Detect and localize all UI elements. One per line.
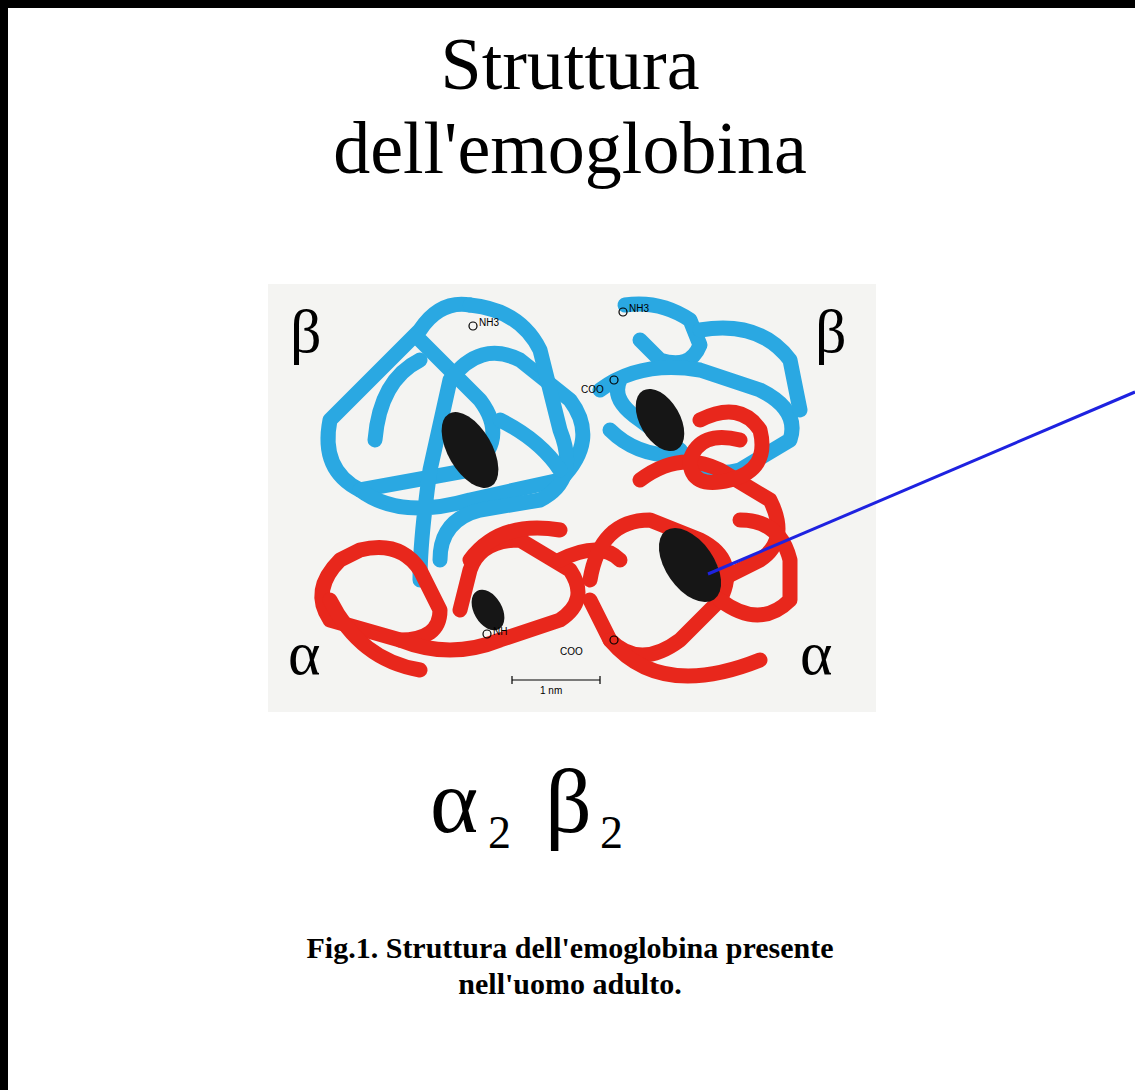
title: Struttura dell'emoglobina — [260, 22, 880, 190]
chain-label: α — [288, 622, 320, 684]
charge-label: COO — [560, 647, 583, 657]
figure-ground — [268, 284, 876, 712]
formula-symbol: α — [430, 755, 478, 847]
heme-group — [430, 381, 734, 636]
chain-label: β — [815, 300, 847, 362]
frame-line — [0, 0, 1135, 8]
charge-symbol — [469, 308, 627, 644]
formula-symbol: β — [545, 755, 592, 847]
frame-line — [0, 0, 8, 1090]
scale-label: 1 nm — [540, 686, 562, 696]
beta-chain — [328, 304, 800, 580]
formula-subscript: 2 — [600, 810, 623, 856]
charge-label: NH3 — [629, 304, 649, 314]
leader-line — [708, 392, 1135, 574]
formula-subscript: 2 — [488, 810, 511, 856]
alpha-chain — [322, 412, 790, 676]
charge-label: NH — [493, 627, 507, 637]
charge-label: NH3 — [479, 318, 499, 328]
chain-label: β — [290, 300, 322, 362]
chain-label: α — [800, 622, 832, 684]
caption: Fig.1. Struttura dell'emoglobina present… — [250, 930, 890, 1002]
charge-label: COO — [581, 385, 604, 395]
scale-bar — [512, 676, 600, 684]
